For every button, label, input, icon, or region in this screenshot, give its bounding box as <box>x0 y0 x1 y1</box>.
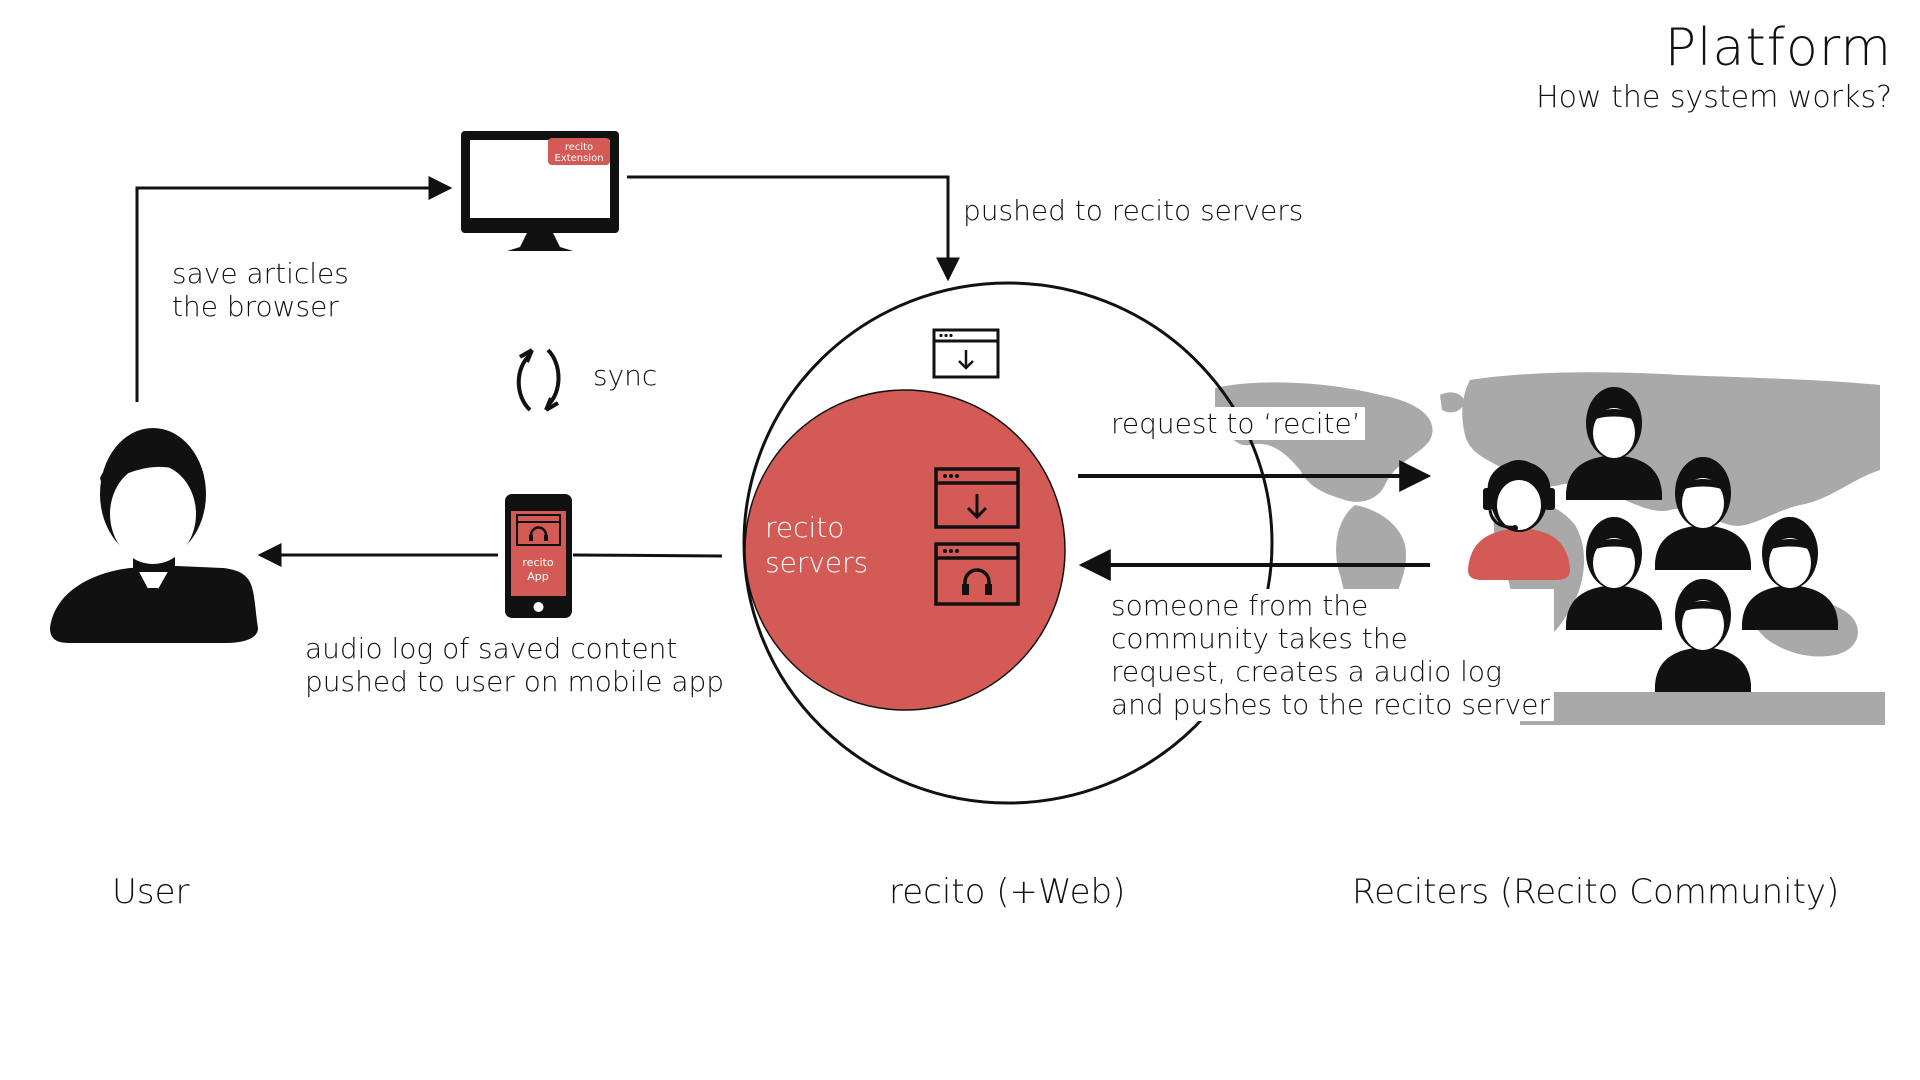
label-audio-log-line-1: audio log of saved content <box>305 632 678 665</box>
community-person-icon <box>1742 517 1838 630</box>
label-sync: sync <box>593 359 658 392</box>
label-community-response-line-4: and pushes to the recito server <box>1111 688 1550 721</box>
community-person-icon <box>1655 457 1751 570</box>
monitor-icon <box>461 131 619 251</box>
user-avatar-icon <box>50 428 258 643</box>
label-save-articles-line-1: save articles <box>172 257 349 290</box>
community-person-icon <box>1566 387 1662 500</box>
community-person-icon <box>1655 579 1751 692</box>
server-label-line-2: servers <box>765 546 868 579</box>
label-audio-log: audio log of saved content pushed to use… <box>305 632 724 698</box>
extension-badge-line-2: Extension <box>554 153 603 164</box>
column-label-user: User <box>112 872 190 912</box>
line-servers-to-phone <box>572 553 723 558</box>
label-pushed-to-servers: pushed to recito servers <box>963 194 1304 227</box>
server-label-line-1: recito <box>765 511 844 544</box>
arrow-browser-to-servers <box>627 175 960 282</box>
label-request-to-recite: request to ‘recite’ <box>1107 407 1365 440</box>
label-community-response: someone from the community takes the req… <box>1107 589 1554 721</box>
smartphone-icon <box>505 494 572 618</box>
label-audio-log-line-2: pushed to user on mobile app <box>305 665 725 698</box>
server-headphones-icon <box>934 542 1020 606</box>
column-label-reciters: Reciters (Recito Community) <box>1352 872 1840 912</box>
reciter-headset-icon <box>1468 460 1570 580</box>
column-label-recito: recito (+Web) <box>889 872 1126 912</box>
server-download-icon <box>934 467 1020 529</box>
phone-app-label-line-2: App <box>527 570 549 583</box>
page-title: Platform <box>1664 18 1892 78</box>
label-community-response-line-3: request, creates a audio log <box>1111 655 1502 688</box>
page-subtitle: How the system works? <box>1536 80 1892 115</box>
sync-icon <box>516 348 561 412</box>
label-community-response-line-2: community takes the <box>1111 622 1408 655</box>
community-person-icon <box>1566 517 1662 630</box>
browser-download-icon <box>932 328 1000 379</box>
recito-platform-circle <box>742 281 1274 805</box>
label-save-articles: save articles the browser <box>172 257 349 323</box>
extension-badge-line-1: recito <box>565 142 593 153</box>
label-community-response-line-1: someone from the <box>1111 589 1369 622</box>
phone-app-label-line-1: recito <box>522 556 553 569</box>
arrow-user-to-browser <box>135 176 453 402</box>
label-save-articles-line-2: the browser <box>172 290 339 323</box>
